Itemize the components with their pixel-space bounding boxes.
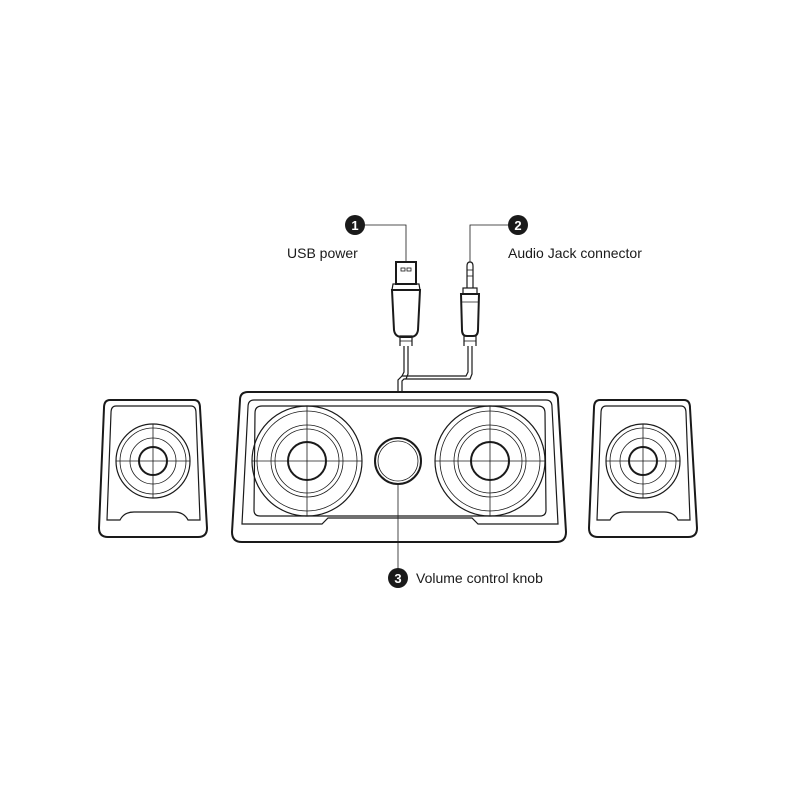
center-left-driver	[251, 405, 363, 517]
callout-volume-knob: 3 Volume control knob	[388, 484, 543, 588]
callout-label-volume-knob: Volume control knob	[416, 570, 543, 586]
audio-jack-plug	[459, 261, 481, 346]
callout-badge-2	[508, 215, 528, 235]
callout-number-3: 3	[394, 571, 401, 586]
cable-bundle	[397, 346, 473, 392]
callout-label-usb-power: USB power	[287, 245, 358, 261]
callout-usb-power: 1 USB power	[287, 215, 407, 262]
callout-number-2: 2	[514, 218, 521, 233]
left-satellite-speaker	[97, 399, 209, 538]
right-satellite-speaker	[587, 399, 699, 538]
callout-label-audio-jack: Audio Jack connector	[508, 245, 642, 261]
left-satellite-driver	[115, 423, 191, 499]
right-satellite-driver	[605, 423, 681, 499]
callout-badge-1	[345, 215, 365, 235]
center-main-speaker	[230, 391, 568, 543]
callout-badge-3	[388, 568, 408, 588]
callout-audio-jack: 2 Audio Jack connector	[469, 215, 642, 262]
usb-plug	[390, 261, 422, 346]
callout-number-1: 1	[351, 218, 358, 233]
volume-knob	[374, 437, 422, 485]
center-right-driver	[434, 405, 546, 517]
